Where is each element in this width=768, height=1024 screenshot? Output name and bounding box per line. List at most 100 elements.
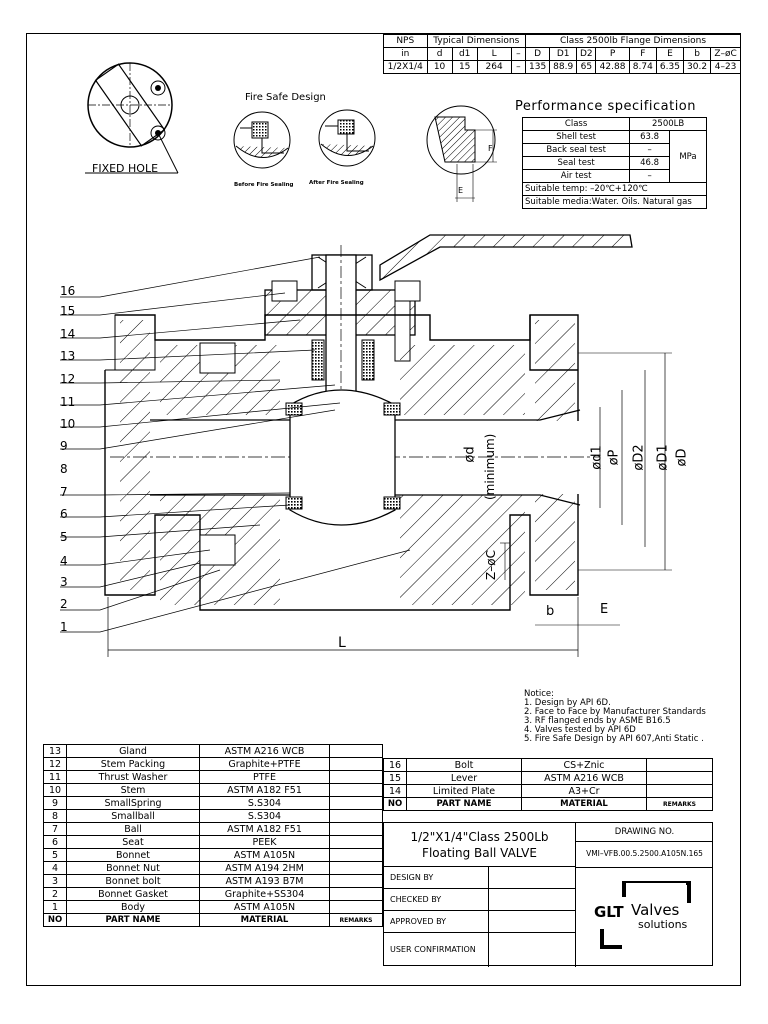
parts-cell-remarks: REMARKS [646,797,713,811]
dims-header-cell: D1 [549,47,578,61]
checked-by-value[interactable] [489,889,576,911]
dims-value-cell: 30.2 [682,60,712,74]
drawing-sheet-border [26,33,741,986]
dims-value-cell: 135 [525,60,551,74]
parts-cell-remarks [646,771,713,785]
title-cell: 1/2"X1/4"Class 2500Lb Floating Ball VALV… [384,823,576,867]
dim-p: øP [606,449,622,466]
perf-row-value: – [629,143,670,157]
dims-value-cell: 8.74 [628,60,657,74]
parts-cell-name: Smallball [66,809,200,823]
parts-cell-no: 8 [43,809,67,823]
callout-14: 14 [60,327,76,341]
parts-cell-remarks [329,900,383,914]
parts-cell-name: Gland [66,744,200,758]
perf-media: Suitable media:Water. Oils. Natural gas [522,195,707,209]
dims-header-cell: in [383,47,428,61]
dims-value-cell: 15 [451,60,478,74]
dims-value-cell: 264 [476,60,512,74]
callout-7: 7 [60,485,68,499]
parts-cell-remarks [646,784,713,798]
parts-cell-material: MATERIAL [199,913,330,927]
parts-cell-no: 13 [43,744,67,758]
dims-header-flange: Class 2500lb Flange Dimensions [525,34,741,48]
parts-cell-name: Thrust Washer [66,770,200,784]
signoff-grid: DESIGN BY CHECKED BY APPROVED BY USER CO… [384,867,576,967]
parts-cell-remarks [329,861,383,875]
dimensions-table: NPS Typical Dimensions Class 2500lb Flan… [383,34,741,74]
perf-row-value: 46.8 [629,156,670,170]
parts-cell-no: 6 [43,835,67,849]
callout-8: 8 [60,462,68,476]
parts-cell-name: Body [66,900,200,914]
parts-cell-remarks [329,848,383,862]
drawing-no-label: DRAWING NO. [576,823,713,842]
dims-header-typical: Typical Dimensions [426,34,527,48]
dims-value-cell: 88.9 [549,60,578,74]
parts-cell-no: 9 [43,796,67,810]
parts-cell-no: 12 [43,757,67,771]
dims-header-cell: E [655,47,685,61]
logo-text-solutions: solutions [638,918,688,931]
parts-cell-remarks [329,744,383,758]
user-confirmation-value[interactable] [489,933,576,967]
parts-cell-no: NO [43,913,67,927]
perf-class-value: 2500LB [629,117,707,131]
design-by-label: DESIGN BY [384,867,489,889]
dim-d: ød [462,446,478,463]
design-by-value[interactable] [489,867,576,889]
callout-10: 10 [60,417,76,431]
parts-cell-material: PTFE [199,770,330,784]
parts-cell-name: Bonnet bolt [66,874,200,888]
dim-minimum: (minimum) [483,433,497,500]
parts-cell-name: Bonnet Gasket [66,887,200,901]
parts-cell-material: ASTM A216 WCB [521,771,647,785]
parts-cell-no: 11 [43,770,67,784]
logo-frame-icon [600,881,691,949]
perf-row-label: Seal test [521,156,631,170]
dim-big-d1: øD1 [655,444,671,471]
perf-class-label: Class [521,117,631,131]
parts-cell-name: Stem Packing [66,757,200,771]
parts-cell-remarks [329,874,383,888]
logo-text-glt: GLT [594,903,624,921]
callout-6: 6 [60,507,68,521]
fire-safe-title: Fire Safe Design [245,92,326,103]
parts-cell-material: S.S304 [199,796,330,810]
parts-cell-name: Seat [66,835,200,849]
drawing-no-value: VMI–VFB.00.5.2500.A105N.165 [576,841,713,868]
callout-11: 11 [60,395,76,409]
checked-by-label: CHECKED BY [384,889,489,911]
fire-safe-after-label: After Fire Sealing [309,180,364,186]
parts-cell-no: 7 [43,822,67,836]
fire-safe-before-label: Before Fire Sealing [234,182,294,188]
parts-cell-material: Graphite+PTFE [199,757,330,771]
dims-header-cell: – [510,47,527,61]
glt-logo: GLT Valves solutions [594,881,694,951]
parts-cell-material: A3+Cr [521,784,647,798]
dims-header-cell: b [682,47,712,61]
approved-by-value[interactable] [489,911,576,933]
dims-value-cell: 1/2X1/4 [383,60,428,74]
dim-zc: Z–øC [483,550,498,580]
parts-cell-no: 15 [383,771,407,785]
parts-cell-remarks [329,809,383,823]
seat-detail [426,105,497,202]
dims-value-cell: 10 [426,60,453,74]
parts-cell-material: ASTM A105N [199,848,330,862]
approved-by-label: APPROVED BY [384,911,489,933]
fire-safe-illustration [233,109,376,169]
parts-cell-remarks [329,835,383,849]
parts-cell-name: PART NAME [406,797,522,811]
dims-value-cell: 6.35 [655,60,685,74]
callout-4: 4 [60,554,68,568]
notice-title: Notice: [524,689,555,699]
